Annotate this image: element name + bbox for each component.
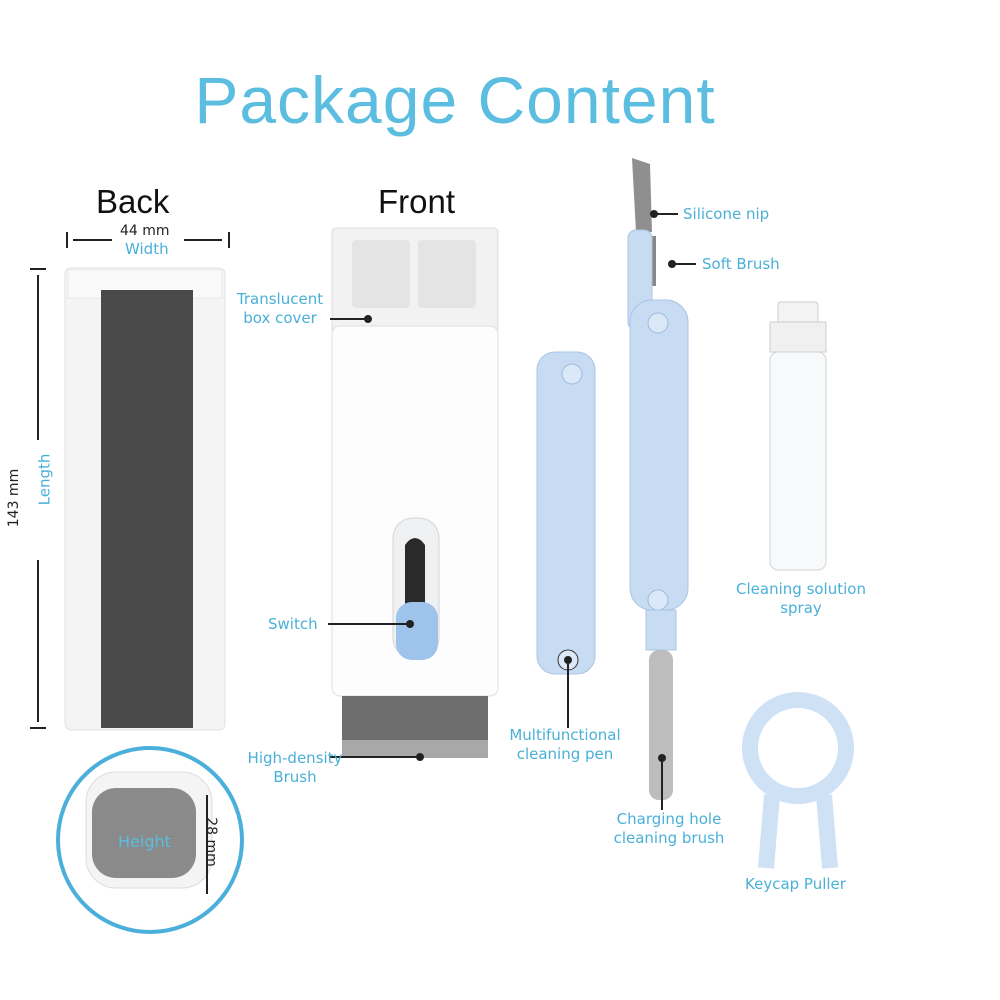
label-line: High-density <box>247 749 343 767</box>
width-value: 44 mm <box>120 223 170 239</box>
charging-brush <box>649 650 673 800</box>
switch-slider <box>396 602 438 660</box>
translucent-cover-label: Translucent box cover <box>228 290 332 328</box>
label-line: cleaning pen <box>516 745 614 763</box>
label-line: Charging hole <box>616 810 722 828</box>
width-dimension-line <box>66 232 230 248</box>
page-title: Package Content <box>194 63 716 137</box>
cleaning-pen-unfolded <box>627 158 689 800</box>
label-line: Cleaning solution <box>736 580 866 598</box>
soft-brush-label: Soft Brush <box>702 255 780 273</box>
label-line: Translucent <box>236 290 324 308</box>
length-value: 143 mm <box>6 468 22 528</box>
pen-label: Multifunctional cleaning pen <box>500 726 630 764</box>
switch-label: Switch <box>268 615 318 633</box>
height-inset <box>56 746 244 934</box>
spray-label: Cleaning solution spray <box>728 580 874 618</box>
keycap-puller <box>742 692 854 869</box>
label-line: spray <box>780 599 822 617</box>
silicone-nip-label: Silicone nip <box>683 205 770 223</box>
back-heading: Back <box>96 183 170 220</box>
label-line: box cover <box>243 309 317 327</box>
charging-brush-label: Charging hole cleaning brush <box>604 810 734 848</box>
back-unit <box>64 267 226 731</box>
front-unit <box>331 227 499 758</box>
label-line: Brush <box>273 768 317 786</box>
spray-bottle <box>769 301 827 571</box>
label-line: Multifunctional <box>509 726 621 744</box>
cleaning-pen-folded <box>536 351 596 675</box>
height-label: Height <box>118 832 171 851</box>
length-dimension-line <box>30 268 46 729</box>
keycap-puller-label: Keycap Puller <box>745 875 846 893</box>
brush-label: High-density Brush <box>240 749 350 787</box>
sponge-pad <box>101 290 193 728</box>
front-heading: Front <box>378 183 456 220</box>
width-label: Width <box>125 240 169 258</box>
label-line: cleaning brush <box>613 829 725 847</box>
length-label: Length <box>35 453 54 506</box>
height-value: 28 mm <box>203 817 219 867</box>
